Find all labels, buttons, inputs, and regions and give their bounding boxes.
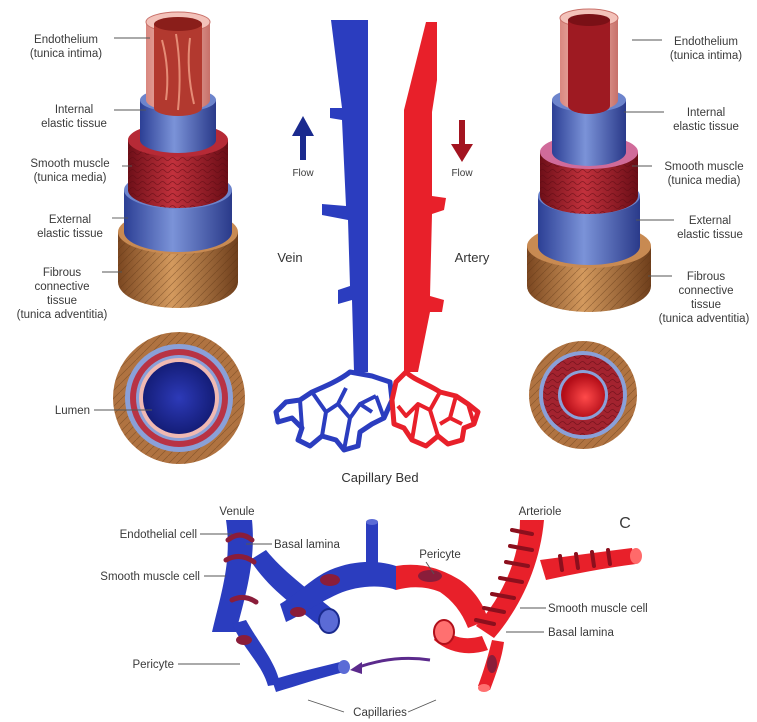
artery-title: Artery bbox=[455, 250, 490, 265]
flow-label-right: Flow bbox=[451, 168, 473, 179]
vein-label-lumen: Lumen bbox=[55, 405, 90, 417]
artery-lumen bbox=[561, 373, 605, 417]
vein-title: Vein bbox=[277, 250, 302, 265]
endothelial-cell-label: Endothelial cell bbox=[120, 529, 197, 541]
pericyte-left-label: Pericyte bbox=[132, 659, 174, 671]
capillary-bed-title: Capillary Bed bbox=[341, 470, 418, 485]
artery-label-smooth-muscle: Smooth muscle(tunica media) bbox=[664, 161, 743, 187]
basal-lamina-left-label: Basal lamina bbox=[274, 539, 340, 551]
arteriole-label: Arteriole bbox=[519, 506, 562, 518]
basal-lamina-right-label: Basal lamina bbox=[548, 627, 614, 639]
vein-tree bbox=[276, 20, 392, 450]
smooth-muscle-left-label: Smooth muscle cell bbox=[100, 571, 200, 583]
pericyte-top-label: Pericyte bbox=[419, 549, 461, 561]
capillaries-label: Capillaries bbox=[353, 707, 407, 719]
capillary-flow-arrow bbox=[350, 658, 430, 674]
venule-label: Venule bbox=[219, 506, 254, 518]
artery-cross-section bbox=[529, 341, 637, 449]
vein-lumen bbox=[143, 362, 215, 434]
panel-letter: C bbox=[619, 515, 631, 532]
artery-label-endothelium: Endothelium(tunica intima) bbox=[670, 36, 742, 62]
smooth-muscle-right-label: Smooth muscle cell bbox=[548, 603, 648, 615]
artery-layered-wall bbox=[527, 9, 651, 312]
artery-flow-arrow bbox=[451, 120, 473, 162]
artery-tree bbox=[392, 22, 478, 446]
vein-label-endothelium: Endothelium(tunica intima) bbox=[30, 34, 102, 60]
vein-cross-section bbox=[113, 332, 245, 464]
vein-flow-arrow bbox=[292, 116, 314, 160]
vein-label-smooth-muscle: Smooth muscle(tunica media) bbox=[30, 158, 109, 184]
vein-layered-wall bbox=[118, 12, 238, 308]
flow-label-left: Flow bbox=[292, 168, 314, 179]
